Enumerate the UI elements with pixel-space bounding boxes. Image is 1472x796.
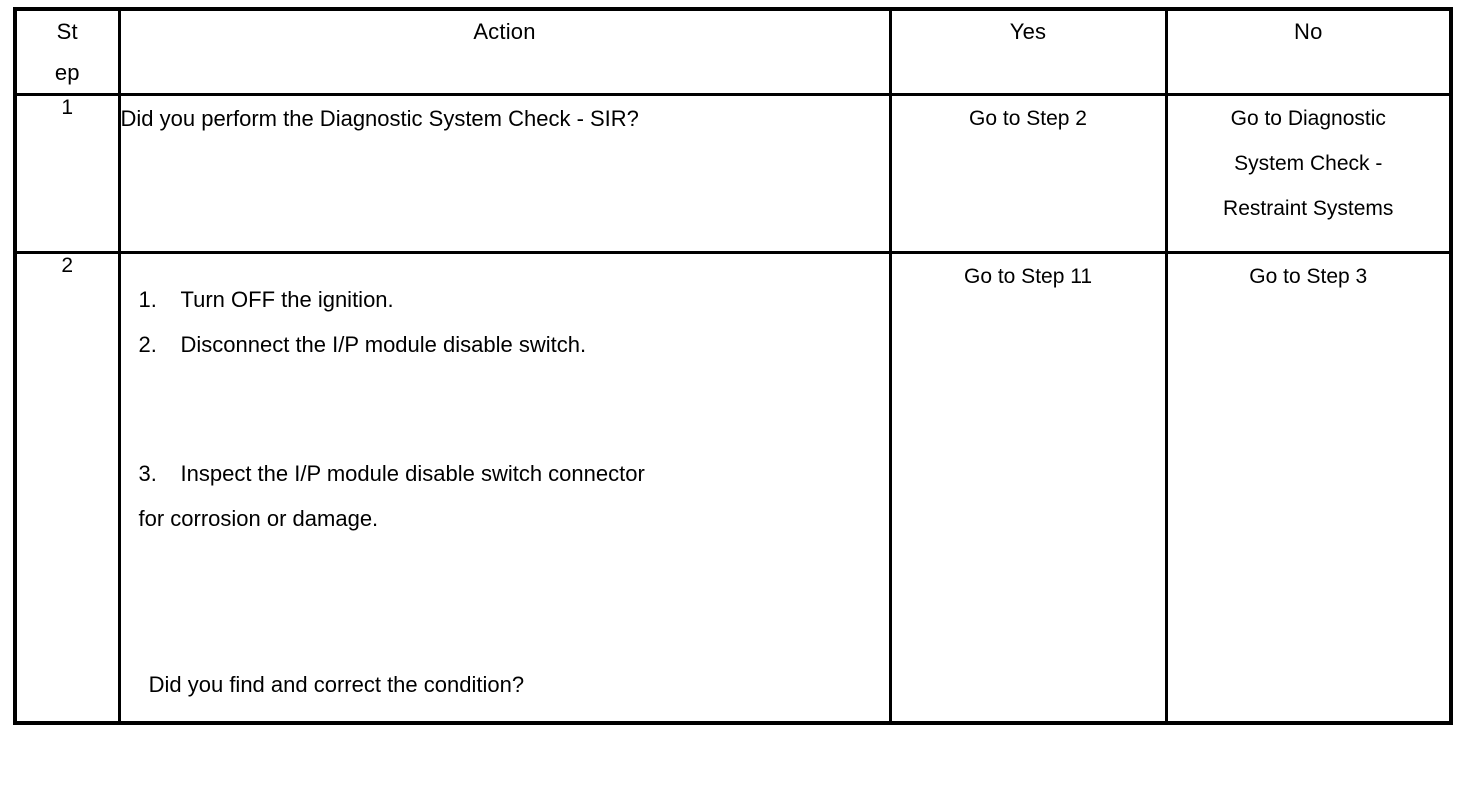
yes-cell-2[interactable]: Go to Step 11 <box>888 251 1168 725</box>
no-cell-1-line3: Restraint Systems <box>1223 197 1394 220</box>
action-question-1: Did you perform the Diagnostic System Ch… <box>120 106 639 131</box>
table-row: 2 1. Turn OFF the ignition. 2. Disconnect … <box>13 251 1453 725</box>
list-item-3-text: Inspect the I/P module disable switch co… <box>180 461 645 486</box>
diagnostic-step-table: St ep Action Yes No 1 Did you perform th… <box>13 7 1453 725</box>
table-row: 1 Did you perform the Diagnostic System … <box>13 93 1453 254</box>
no-cell-1-line2: System Check - <box>1234 152 1383 175</box>
list-item-3: 3. Inspect the I/P module disable switch … <box>139 451 869 541</box>
step-number-cell-2: 2 <box>13 251 121 725</box>
table-header-row: St ep Action Yes No <box>13 7 1453 96</box>
action-final-question: Did you find and correct the condition? <box>142 672 525 697</box>
action-ordered-list: 1. Turn OFF the ignition. 2. Disconnect th… <box>139 277 869 367</box>
list-item-1-number: 1. <box>138 287 157 312</box>
no-cell-2[interactable]: Go to Step 3 <box>1164 251 1453 725</box>
action-cell-2: 1. Turn OFF the ignition. 2. Disconnect th… <box>117 251 892 725</box>
column-header-yes: Yes <box>888 7 1168 96</box>
no-cell-1-line1: Go to Diagnostic <box>1230 107 1386 130</box>
column-header-action: Action <box>117 7 892 96</box>
list-item-3-number: 3. <box>138 461 157 486</box>
column-header-step-line1: St <box>56 19 78 44</box>
step-number-cell-1: 1 <box>13 93 121 254</box>
list-item-1: 1. Turn OFF the ignition. <box>139 277 869 322</box>
action-cell-1: Did you perform the Diagnostic System Ch… <box>117 93 892 254</box>
list-item-2-text: Disconnect the I/P module disable switch… <box>180 332 587 357</box>
yes-cell-1[interactable]: Go to Step 2 <box>888 93 1168 254</box>
list-item-3-continuation: for corrosion or damage. <box>138 506 379 531</box>
column-header-step: St ep <box>13 7 121 96</box>
column-header-no: No <box>1164 7 1453 96</box>
column-header-step-line2: ep <box>54 60 80 85</box>
list-item-3-firstline: 3. Inspect the I/P module disable switch … <box>139 451 869 496</box>
action-cell-2-content: 1. Turn OFF the ignition. 2. Disconnect th… <box>121 254 889 721</box>
list-item-1-text: Turn OFF the ignition. <box>180 287 394 312</box>
list-item-2-number: 2. <box>138 332 157 357</box>
list-item-2: 2. Disconnect the I/P module disable swit… <box>139 322 869 367</box>
no-cell-1[interactable]: Go to Diagnostic System Check - Restrain… <box>1164 93 1453 254</box>
